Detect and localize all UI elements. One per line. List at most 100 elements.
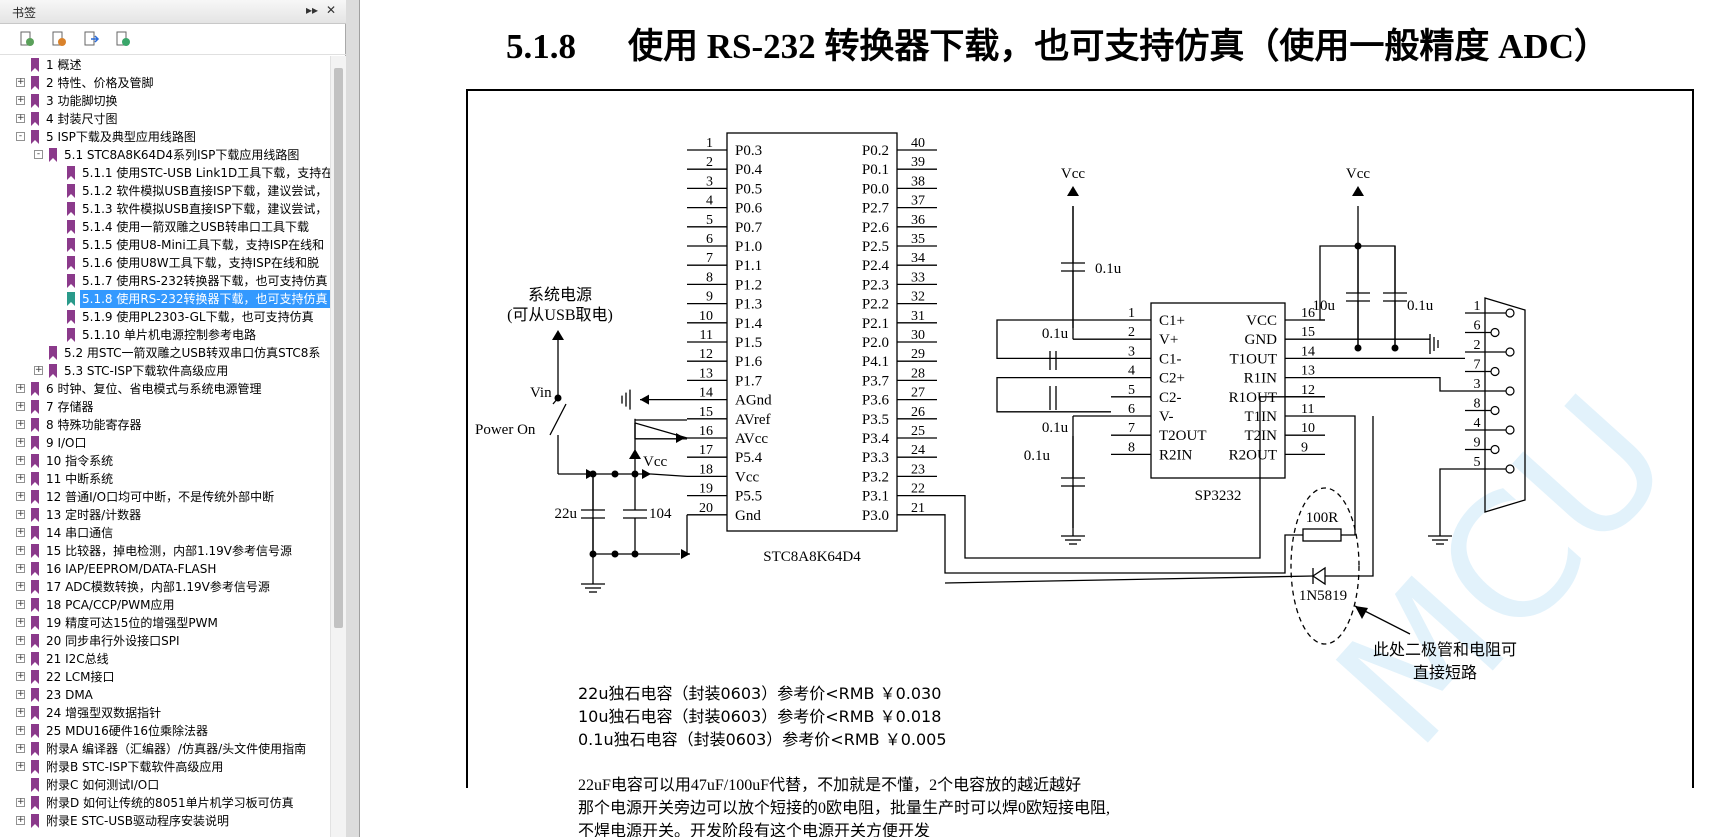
pin-number: 13 xyxy=(1301,364,1315,379)
bookmark-item[interactable]: 5.1.8 使用RS-232转换器下载，也可支持仿真 xyxy=(0,290,330,308)
bookmark-item[interactable]: +13 定时器/计数器 xyxy=(0,506,330,524)
expand-node-icon[interactable]: + xyxy=(34,365,43,375)
expand-node-icon[interactable]: + xyxy=(16,419,25,429)
bookmark-icon xyxy=(31,742,39,756)
bookmark-item[interactable]: +20 同步串行外设接口SPI xyxy=(0,632,330,650)
bookmark-item[interactable]: +19 精度可达15位的增强型PWM xyxy=(0,614,330,632)
bookmark-icon xyxy=(31,544,39,558)
bookmark-item[interactable]: +2 特性、价格及管脚 xyxy=(0,74,330,92)
pin-name: P0.7 xyxy=(735,220,763,236)
pin-name: P4.1 xyxy=(862,354,889,370)
bookmark-item[interactable]: +12 普通I/O口均可中断，不是传统外部中断 xyxy=(0,488,330,506)
bookmark-item[interactable]: +14 串口通信 xyxy=(0,524,330,542)
bookmark-item[interactable]: 5.1.7 使用RS-232转换器下载，也可支持仿真 xyxy=(0,272,330,290)
power-label: (可从USB取电) xyxy=(507,306,613,324)
expand-node-icon[interactable]: + xyxy=(16,455,25,465)
note-line: 10u独石电容（封装0603）参考价<RMB ￥0.018 xyxy=(578,707,942,726)
bookmarks-scrollbar[interactable] xyxy=(330,56,346,837)
bookmark-item[interactable]: +10 指令系统 xyxy=(0,452,330,470)
expand-node-icon[interactable]: + xyxy=(16,761,25,771)
pin-name: P2.1 xyxy=(862,316,889,332)
bookmark-item[interactable]: 5.1.6 使用U8W工具下载，支持ISP在线和脱 xyxy=(0,254,330,272)
bookmark-item[interactable]: 5.1.10 单片机电源控制参考电路 xyxy=(0,326,330,344)
expand-node-icon[interactable]: + xyxy=(16,437,25,447)
bookmark-item[interactable]: +7 存储器 xyxy=(0,398,330,416)
pin-number: 10 xyxy=(1301,421,1315,436)
bookmark-item[interactable]: 1 概述 xyxy=(0,56,330,74)
expand-node-icon[interactable]: + xyxy=(16,617,25,627)
bookmark-item[interactable]: +22 LCM接口 xyxy=(0,668,330,686)
expand-node-icon[interactable]: + xyxy=(16,815,25,825)
expand-node-icon[interactable]: + xyxy=(16,671,25,681)
bookmark-item[interactable]: 5.1.3 软件模拟USB直接ISP下载，建议尝试， xyxy=(0,200,330,218)
junction-dot xyxy=(1391,344,1399,352)
bookmark-item[interactable]: 5.2 用STC一箭双雕之USB转双串口仿真STC8系 xyxy=(0,344,330,362)
bookmark-item[interactable]: 5.1.5 使用U8-Mini工具下载，支持ISP在线和 xyxy=(0,236,330,254)
bookmark-item[interactable]: +附录D 如何让传统的8051单片机学习板可仿真 xyxy=(0,794,330,812)
bookmark-item[interactable]: 5.1.9 使用PL2303-GL下载，也可支持仿真 xyxy=(0,308,330,326)
expand-node-icon[interactable]: + xyxy=(16,707,25,717)
bookmark-item[interactable]: +9 I/O口 xyxy=(0,434,330,452)
scrollbar-thumb[interactable] xyxy=(334,68,343,628)
pin-number: 16 xyxy=(1301,306,1315,321)
bookmark-item[interactable]: 5.1.1 使用STC-USB Link1D工具下载，支持在 xyxy=(0,164,330,182)
bookmark-item[interactable]: +21 I2C总线 xyxy=(0,650,330,668)
expand-node-icon[interactable]: + xyxy=(16,743,25,753)
expand-node-icon[interactable]: + xyxy=(16,473,25,483)
expand-node-icon[interactable]: + xyxy=(16,77,25,87)
bookmark-item[interactable]: +16 IAP/EEPROM/DATA-FLASH xyxy=(0,560,330,578)
expand-bookmarks-icon[interactable] xyxy=(18,30,36,48)
close-panel-button[interactable]: ✕ xyxy=(326,3,337,17)
expand-node-icon[interactable]: + xyxy=(16,545,25,555)
bookmark-item[interactable]: -5 ISP下载及典型应用线路图 xyxy=(0,128,330,146)
bookmark-item[interactable]: +4 封装尺寸图 xyxy=(0,110,330,128)
goto-bookmark-icon[interactable] xyxy=(82,30,100,48)
bookmark-item[interactable]: +23 DMA xyxy=(0,686,330,704)
expand-node-icon[interactable]: + xyxy=(16,527,25,537)
bookmark-item[interactable]: +25 MDU16硬件16位乘除法器 xyxy=(0,722,330,740)
collapse-bookmarks-icon[interactable] xyxy=(50,30,68,48)
expand-node-icon[interactable]: + xyxy=(16,653,25,663)
expand-node-icon[interactable]: + xyxy=(16,689,25,699)
cap-label: 0.1u xyxy=(1042,420,1069,436)
expand-node-icon[interactable]: + xyxy=(16,599,25,609)
bookmark-item[interactable]: +17 ADC模数转换，内部1.19V参考信号源 xyxy=(0,578,330,596)
db9-pin-number: 6 xyxy=(1474,319,1481,334)
expand-node-icon[interactable]: + xyxy=(16,797,25,807)
note-line: 22u独石电容（封装0603）参考价<RMB ￥0.030 xyxy=(578,684,942,703)
expand-node-icon[interactable]: + xyxy=(16,635,25,645)
panel-splitter[interactable] xyxy=(346,0,360,837)
expand-node-icon[interactable]: + xyxy=(16,491,25,501)
expand-node-icon[interactable]: + xyxy=(16,95,25,105)
bookmark-item[interactable]: +5.3 STC-ISP下载软件高级应用 xyxy=(0,362,330,380)
expand-node-icon[interactable]: + xyxy=(16,509,25,519)
bookmark-item[interactable]: +8 特殊功能寄存器 xyxy=(0,416,330,434)
bookmark-item[interactable]: +24 增强型双数据指针 xyxy=(0,704,330,722)
bookmark-label: 24 增强型双数据指针 xyxy=(46,706,162,720)
expand-node-icon[interactable]: + xyxy=(16,401,25,411)
bookmark-item[interactable]: +附录E STC-USB驱动程序安装说明 xyxy=(0,812,330,830)
bookmark-item[interactable]: +3 功能脚切换 xyxy=(0,92,330,110)
pin-name: C1- xyxy=(1159,351,1182,367)
expand-node-icon[interactable]: + xyxy=(16,113,25,123)
pin-number: 24 xyxy=(911,443,925,458)
bookmark-item[interactable]: 5.1.4 使用一箭双雕之USB转串口工具下载 xyxy=(0,218,330,236)
expand-node-icon[interactable]: + xyxy=(16,563,25,573)
collapse-node-icon[interactable]: - xyxy=(16,132,25,141)
bookmark-item[interactable]: +11 中断系统 xyxy=(0,470,330,488)
bookmark-item[interactable]: +18 PCA/CCP/PWM应用 xyxy=(0,596,330,614)
expand-node-icon[interactable]: + xyxy=(16,581,25,591)
collapse-node-icon[interactable]: - xyxy=(34,150,43,159)
bookmark-options-icon[interactable] xyxy=(114,30,132,48)
bookmark-item[interactable]: 附录C 如何测试I/O口 xyxy=(0,776,330,794)
bookmark-item[interactable]: +15 比较器，掉电检测，内部1.19V参考信号源 xyxy=(0,542,330,560)
bookmark-item[interactable]: +附录A 编译器（汇编器）/仿真器/头文件使用指南 xyxy=(0,740,330,758)
bookmark-item[interactable]: +6 时钟、复位、省电模式与系统电源管理 xyxy=(0,380,330,398)
bookmark-label: 5.1.5 使用U8-Mini工具下载，支持ISP在线和 xyxy=(82,238,325,252)
expand-panel-button[interactable]: ▸▸ xyxy=(306,3,319,17)
bookmark-item[interactable]: +附录B STC-ISP下载软件高级应用 xyxy=(0,758,330,776)
bookmark-item[interactable]: -5.1 STC8A8K64D4系列ISP下载应用线路图 xyxy=(0,146,330,164)
expand-node-icon[interactable]: + xyxy=(16,383,25,393)
expand-node-icon[interactable]: + xyxy=(16,725,25,735)
bookmark-item[interactable]: 5.1.2 软件模拟USB直接ISP下载，建议尝试， xyxy=(0,182,330,200)
